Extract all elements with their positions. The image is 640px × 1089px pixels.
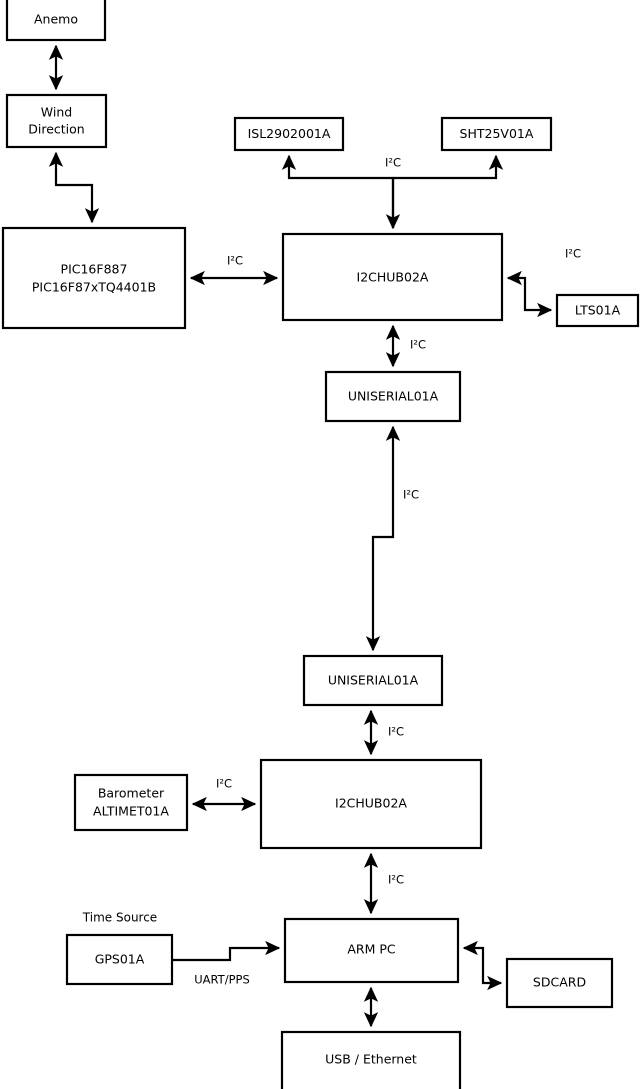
link-gps01a-arm-pc: [172, 940, 281, 962]
edge-label-uniserial-link: I²C: [403, 488, 419, 502]
node-lts01a[interactable]: LTS01A: [555, 293, 640, 328]
node-isl2902001a-box: [233, 116, 345, 152]
node-wind-direction[interactable]: Wind Direction: [5, 93, 108, 149]
edge-label-i2chub-uniserial-top: I²C: [410, 338, 426, 352]
node-i2chub02a-bottom-label: I2CHUB02A: [335, 796, 407, 811]
link-arm-pc-sdcard: [462, 940, 503, 991]
node-pic-label-line2: PIC16F87xTQ4401B: [32, 280, 156, 295]
node-anemo-label: Anemo: [34, 12, 78, 27]
node-i2chub02a-top[interactable]: I2CHUB02A: [281, 232, 504, 322]
node-barometer-box: [73, 773, 189, 832]
node-i2chub02a-bottom-box: [259, 758, 483, 850]
node-uniserial01a-top[interactable]: UNISERIAL01A: [324, 370, 462, 423]
edge-label-sensor-bus: I²C: [385, 156, 401, 170]
label-time-source: Time Source: [82, 911, 157, 925]
node-barometer-label-line2: ALTIMET01A: [93, 804, 169, 819]
node-barometer-label-line1: Barometer: [98, 786, 165, 801]
node-anemo[interactable]: Anemo: [5, 0, 107, 42]
link-wind-direction-pic: [48, 151, 100, 224]
node-wind-direction-label-line1: Wind: [41, 105, 72, 120]
node-wind-direction-box: [5, 93, 108, 149]
node-sht25v01a[interactable]: SHT25V01A: [440, 116, 553, 152]
node-anemo-box: [5, 0, 107, 42]
node-arm-pc[interactable]: ARM PC: [283, 917, 460, 984]
node-wind-direction-label-line2: Direction: [28, 122, 84, 137]
node-gps01a-label: GPS01A: [95, 952, 145, 967]
edge-label-i2chub-lts01a: I²C: [565, 247, 581, 261]
node-usb-ethernet[interactable]: USB / Ethernet: [280, 1030, 462, 1089]
node-sht25v01a-box: [440, 116, 553, 152]
edge-label-uniserial-i2chub-bottom: I²C: [388, 725, 404, 739]
node-i2chub02a-bottom[interactable]: I2CHUB02A: [259, 758, 483, 850]
node-sdcard-box: [505, 957, 614, 1009]
edge-label-gps01a-arm-pc: UART/PPS: [194, 973, 250, 987]
node-i2chub02a-top-box: [281, 232, 504, 322]
link-i2chub-sht: [393, 154, 504, 180]
link-uniserial-top-bottom: [365, 425, 401, 652]
link-i2chub-lts01a: [506, 270, 553, 318]
edge-label-pic-i2chub: I²C: [227, 254, 243, 268]
edge-label-barometer-i2chub: I²C: [216, 777, 232, 791]
link-i2chub-isl: [281, 154, 395, 228]
node-uniserial01a-top-label: UNISERIAL01A: [348, 389, 439, 404]
node-uniserial01a-bottom-label: UNISERIAL01A: [328, 673, 419, 688]
node-usb-ethernet-label: USB / Ethernet: [325, 1052, 417, 1067]
node-i2chub02a-top-label: I2CHUB02A: [357, 270, 429, 285]
node-pic-box: [1, 226, 187, 330]
node-usb-ethernet-box: [280, 1030, 462, 1089]
node-isl2902001a-label: ISL2902001A: [248, 126, 331, 141]
node-pic-label-line1: PIC16F887: [61, 262, 128, 277]
node-uniserial01a-bottom-box: [302, 654, 444, 707]
node-arm-pc-label: ARM PC: [347, 942, 396, 957]
node-uniserial01a-top-box: [324, 370, 462, 423]
node-arm-pc-box: [283, 917, 460, 984]
node-gps01a[interactable]: GPS01A: [65, 933, 174, 986]
node-sdcard[interactable]: SDCARD: [505, 957, 614, 1009]
node-barometer[interactable]: Barometer ALTIMET01A: [73, 773, 189, 832]
node-sdcard-label: SDCARD: [533, 975, 586, 990]
node-uniserial01a-bottom[interactable]: UNISERIAL01A: [302, 654, 444, 707]
node-isl2902001a[interactable]: ISL2902001A: [233, 116, 345, 152]
node-pic[interactable]: PIC16F887 PIC16F87xTQ4401B: [1, 226, 187, 330]
edge-label-i2chub-arm-pc: I²C: [388, 873, 404, 887]
node-sht25v01a-label: SHT25V01A: [460, 126, 534, 141]
node-lts01a-label: LTS01A: [575, 303, 621, 318]
node-lts01a-box: [555, 293, 640, 328]
